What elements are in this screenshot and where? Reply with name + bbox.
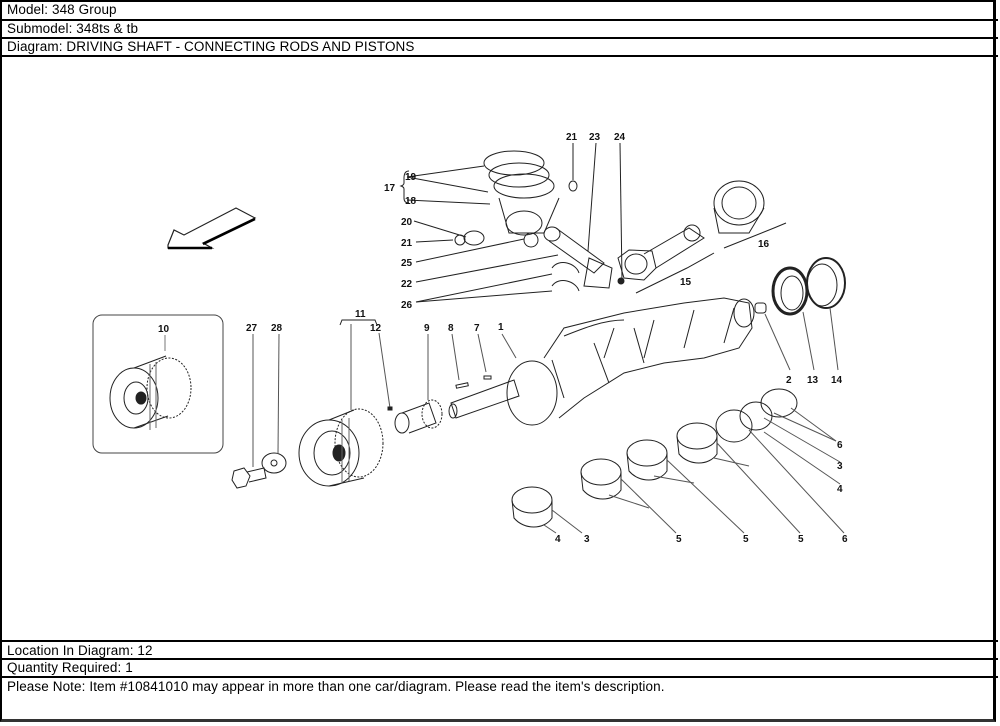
location-in-diagram: Location In Diagram: 12 <box>2 640 998 660</box>
callout-16[interactable]: 16 <box>758 239 770 250</box>
main-bearings-parts-3-4-5-6 <box>511 388 798 528</box>
bearing-part-26 <box>551 262 580 274</box>
callout-4[interactable]: 4 <box>837 484 843 495</box>
bolt-part-27 <box>231 467 267 489</box>
callout-21[interactable]: 21 <box>566 132 578 143</box>
callout-12[interactable]: 12 <box>370 323 382 334</box>
callout-3[interactable]: 3 <box>837 461 843 472</box>
callout-5[interactable]: 5 <box>743 534 749 545</box>
callout-22[interactable]: 22 <box>401 279 413 290</box>
callout-21[interactable]: 21 <box>401 238 413 249</box>
callout-9[interactable]: 9 <box>424 323 430 334</box>
callout-26[interactable]: 26 <box>401 300 413 311</box>
pulley-part-11 <box>298 408 384 487</box>
callout-19[interactable]: 19 <box>405 172 417 183</box>
callout-23[interactable]: 23 <box>589 132 601 143</box>
callout-27[interactable]: 27 <box>246 323 258 334</box>
callout-2[interactable]: 2 <box>786 375 792 386</box>
callout-28[interactable]: 28 <box>271 323 283 334</box>
bush-part-25 <box>523 232 539 248</box>
callout-10[interactable]: 10 <box>158 324 170 335</box>
seal-part-14 <box>806 257 846 309</box>
callout-11[interactable]: 11 <box>355 309 366 320</box>
model-label: Model: 348 Group <box>2 2 998 21</box>
crankshaft-part-1 <box>448 297 755 426</box>
callout-17[interactable]: 17 <box>384 183 396 194</box>
callout-13[interactable]: 13 <box>807 375 819 386</box>
direction-arrow-icon <box>167 207 257 250</box>
callout-5[interactable]: 5 <box>798 534 804 545</box>
parts-diagram: 1 2 3 3 4 4 5 5 5 6 6 7 8 9 10 11 12 13 … <box>4 58 996 640</box>
callout-6[interactable]: 6 <box>842 534 848 545</box>
callout-3[interactable]: 3 <box>584 534 590 545</box>
pulley-part-10 <box>109 355 192 430</box>
callout-14[interactable]: 14 <box>831 375 843 386</box>
callout-18[interactable]: 18 <box>405 196 417 207</box>
connecting-rod-part-22 <box>543 226 613 289</box>
quantity-required: Quantity Required: 1 <box>2 660 998 678</box>
callout-5[interactable]: 5 <box>676 534 682 545</box>
washer-part-28 <box>261 452 287 474</box>
callout-8[interactable]: 8 <box>448 323 454 334</box>
circlip-part-21-b <box>568 180 578 192</box>
inset-box <box>92 314 224 454</box>
piston-part-17 <box>483 150 560 236</box>
callout-20[interactable]: 20 <box>401 217 413 228</box>
gear-part-9 <box>394 399 443 434</box>
callout-1[interactable]: 1 <box>498 322 504 333</box>
callout-15[interactable]: 15 <box>680 277 692 288</box>
submodel-label: Submodel: 348ts & tb <box>2 21 998 39</box>
callout-6[interactable]: 6 <box>837 440 843 451</box>
callout-24[interactable]: 24 <box>614 132 626 143</box>
pin-part-20 <box>463 230 485 246</box>
item-note: Please Note: Item #10841010 may appear i… <box>7 679 665 694</box>
piston-part-16 <box>713 180 765 234</box>
diagram-title: Diagram: DRIVING SHAFT - CONNECTING RODS… <box>2 39 998 57</box>
callout-7[interactable]: 7 <box>474 323 480 334</box>
callout-25[interactable]: 25 <box>401 258 413 269</box>
seal-part-13 <box>771 266 809 316</box>
callout-4[interactable]: 4 <box>555 534 561 545</box>
plug-part-2 <box>754 302 767 314</box>
connecting-rod-assembly-part-15 <box>617 224 705 285</box>
